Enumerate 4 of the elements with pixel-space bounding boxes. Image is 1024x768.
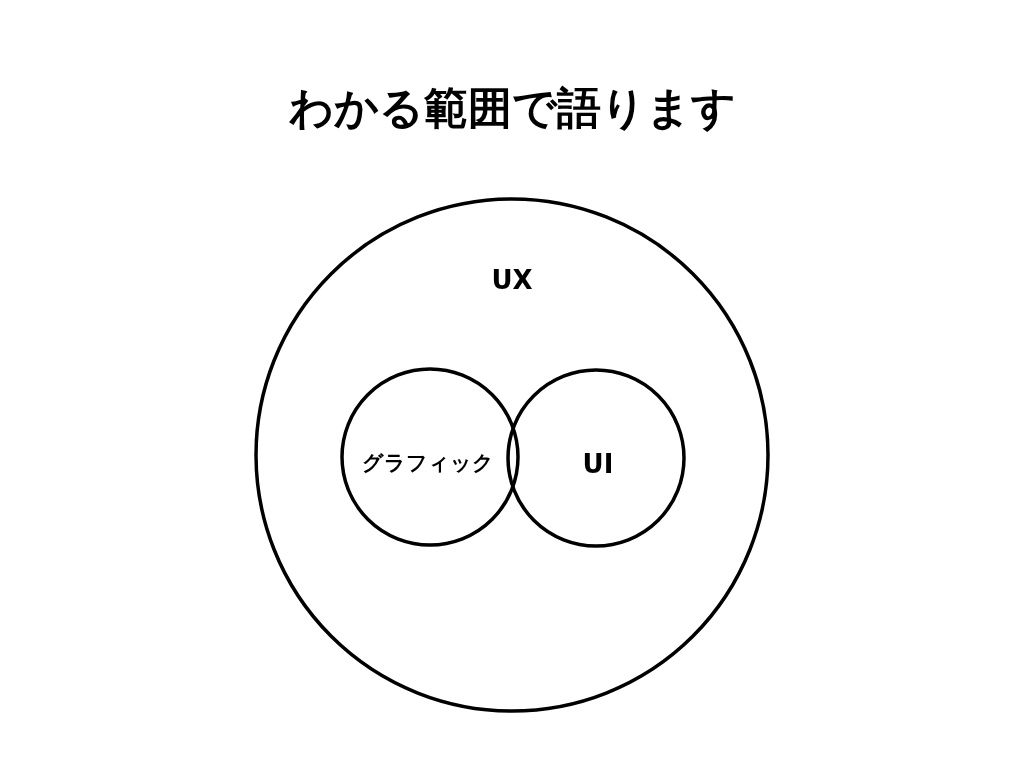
circle-label: UX	[491, 267, 533, 293]
circle-label: UI	[582, 451, 614, 477]
circle-label: グラフィック	[362, 452, 494, 474]
title: わかる範囲で語ります	[287, 82, 737, 135]
